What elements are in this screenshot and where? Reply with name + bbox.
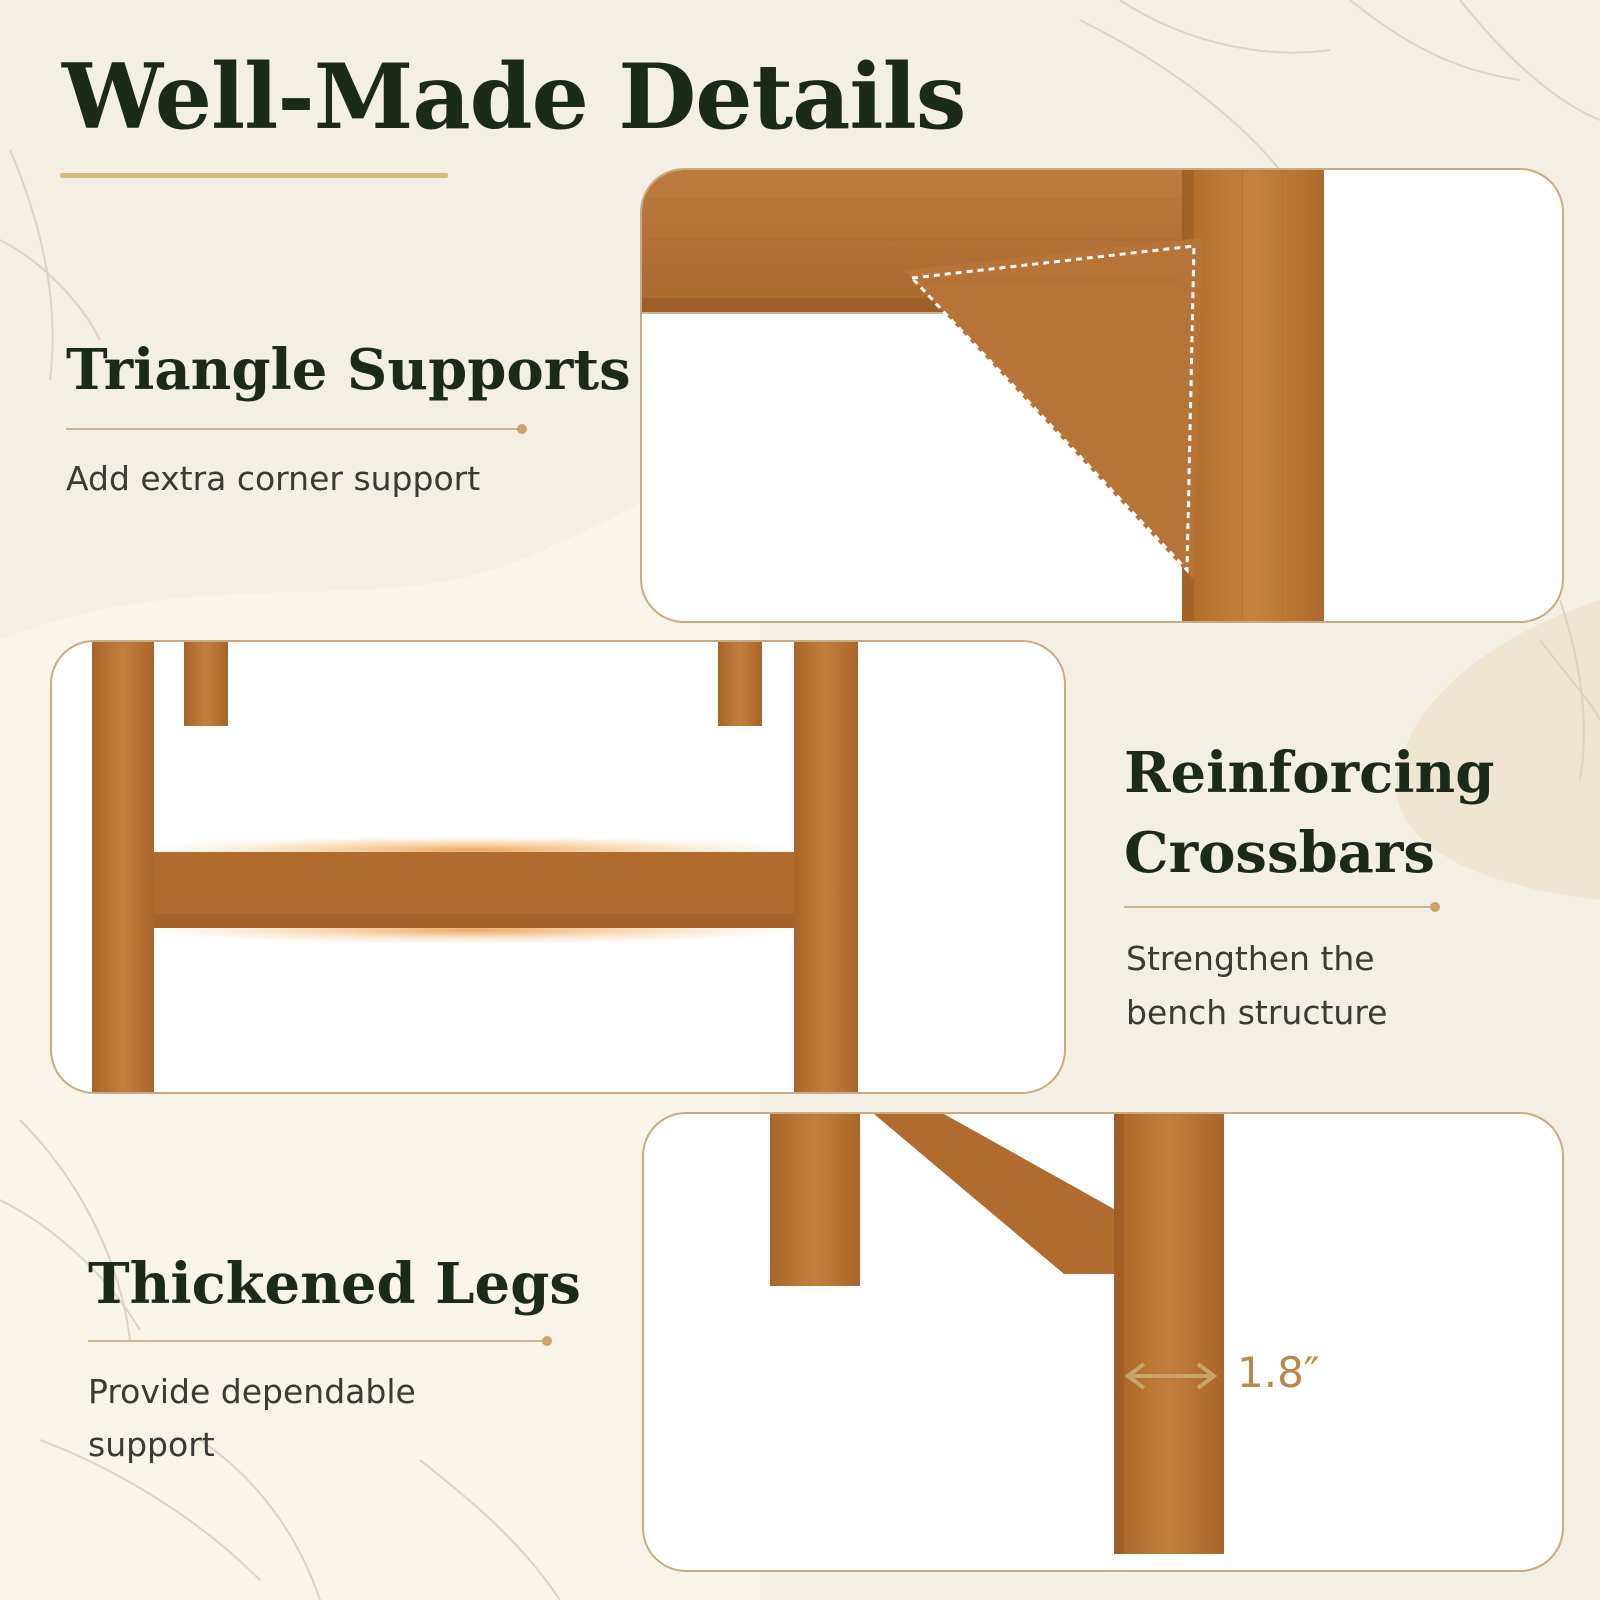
leaf-stroke [1349, 0, 1521, 81]
feature-description-thickened-legs-line-1: Provide dependable [88, 1372, 416, 1411]
background-wave-right [1395, 600, 1600, 900]
leaf-stroke [1559, 599, 1585, 781]
triangle-brace [904, 238, 1202, 580]
feature-title-thickened-legs: Thickened Legs [88, 1251, 581, 1317]
leaf-stroke [1079, 19, 1281, 171]
back-leg-right [718, 642, 762, 726]
feature-title-triangle-supports: Triangle Supports [66, 337, 631, 403]
leaf-stroke [0, 1199, 141, 1331]
leaf-stroke [1539, 639, 1600, 721]
leaf-stroke [199, 1439, 321, 1600]
leaf-stroke [0, 239, 101, 341]
thickened-legs-illustration [770, 1114, 1224, 1554]
leaf-stroke [39, 1439, 261, 1581]
title-underline [60, 173, 448, 178]
feature-title-reinforcing-line-1: Reinforcing [1124, 740, 1495, 806]
feature-divider [1124, 902, 1440, 912]
crossbar-illustration [92, 642, 858, 1092]
feature-description-thickened-legs-line-2: support [88, 1425, 215, 1464]
leaf-stroke [19, 1119, 131, 1341]
leaf-stroke [419, 1459, 561, 1600]
crossbar [154, 852, 794, 928]
front-leg-shadow [1114, 1114, 1124, 1554]
triangle-support-photo [640, 168, 1564, 623]
bench-leg [1182, 170, 1324, 621]
feature-description-triangle-supports: Add extra corner support [66, 459, 481, 498]
leg-right [794, 642, 858, 1092]
back-leg [770, 1114, 860, 1286]
feature-divider [88, 1336, 552, 1346]
feature-title-reinforcing-line-2: Crossbars [1124, 820, 1435, 886]
page-title: Well-Made Details [62, 44, 966, 150]
feature-description-reinforcing-line-2: bench structure [1126, 993, 1388, 1032]
triangle-support-illustration [642, 170, 1324, 621]
thickened-legs-photo: 1.8″ [642, 1112, 1564, 1572]
crossbar-shade [154, 914, 794, 928]
crossbar-photo [50, 640, 1066, 1094]
leaf-stroke [1459, 0, 1600, 121]
leg-width-measurement: 1.8″ [1237, 1348, 1320, 1397]
front-leg [1114, 1114, 1224, 1554]
leg-left [92, 642, 154, 1092]
feature-divider [66, 424, 527, 434]
back-leg-left [184, 642, 228, 726]
triangle-brace-stitch [908, 244, 1196, 574]
double-arrow-icon [1124, 1362, 1218, 1390]
diagonal-crossbar [874, 1114, 1114, 1274]
leaf-stroke [1119, 0, 1331, 54]
feature-description-reinforcing-line-1: Strengthen the [1126, 939, 1375, 978]
leaf-stroke [9, 149, 54, 381]
